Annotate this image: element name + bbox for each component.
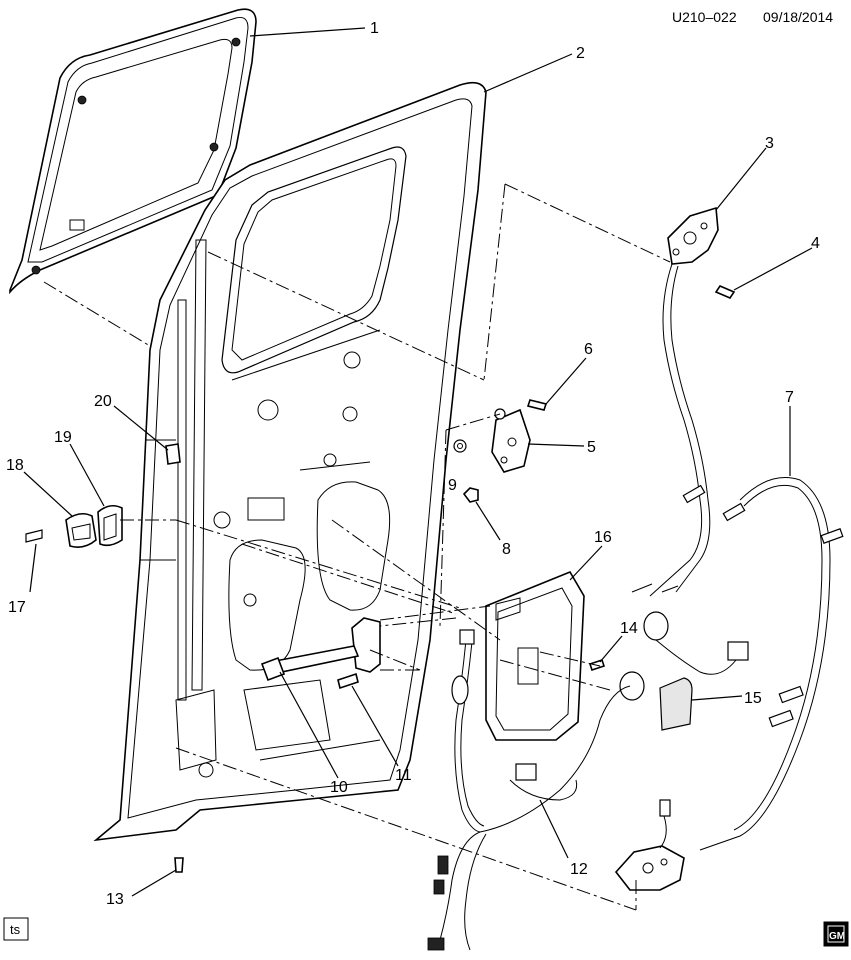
callout-10: 10 (330, 779, 348, 796)
bolt-13-part (174, 857, 184, 873)
callout-7: 7 (785, 389, 794, 406)
door-check-part (260, 617, 381, 690)
callout-9: 9 (448, 477, 457, 494)
callout-15: 15 (744, 690, 762, 707)
callout-8: 8 (502, 541, 511, 558)
callout-12: 12 (570, 861, 588, 878)
gm-logo: GM (823, 921, 849, 947)
upper-latch-part (667, 206, 719, 265)
ts-badge: ts (3, 917, 29, 941)
callout-14: 14 (620, 620, 638, 637)
callout-1: 1 (370, 20, 379, 37)
callout-16: 16 (594, 529, 612, 546)
callout-13: 13 (106, 891, 124, 908)
window-glass-part (9, 8, 257, 295)
panel-bracket-part (485, 570, 585, 741)
alignment-lines (43, 183, 671, 911)
callout-labels: 1 2 3 4 5 6 7 8 9 10 11 12 13 14 15 16 1… (6, 20, 820, 908)
callout-3: 3 (765, 135, 774, 152)
callout-5: 5 (587, 439, 596, 456)
latch-bracket-part (491, 399, 548, 473)
callout-20: 20 (94, 393, 112, 410)
leader-lines (23, 27, 813, 897)
nut-8-part (462, 487, 479, 503)
ts-label: ts (10, 922, 21, 937)
fastener-9-part (453, 439, 467, 453)
gm-logo-text: GM (829, 931, 845, 942)
door-shell-part (93, 81, 487, 842)
lower-latch-part (614, 799, 685, 891)
diagram-code: U210–022 (672, 9, 737, 25)
cover-15-part (659, 677, 693, 731)
connector-part (655, 639, 749, 675)
release-cable-part (631, 263, 844, 851)
callout-18: 18 (6, 457, 24, 474)
callout-17: 17 (8, 599, 26, 616)
bolt-4-part (714, 285, 736, 299)
callout-2: 2 (576, 45, 585, 62)
wiring-harness-part (427, 629, 631, 951)
callout-19: 19 (54, 429, 72, 446)
striker-part (25, 443, 181, 548)
callout-6: 6 (584, 341, 593, 358)
callout-4: 4 (811, 235, 820, 252)
callout-11: 11 (395, 767, 412, 784)
diagram-date: 09/18/2014 (763, 9, 833, 25)
